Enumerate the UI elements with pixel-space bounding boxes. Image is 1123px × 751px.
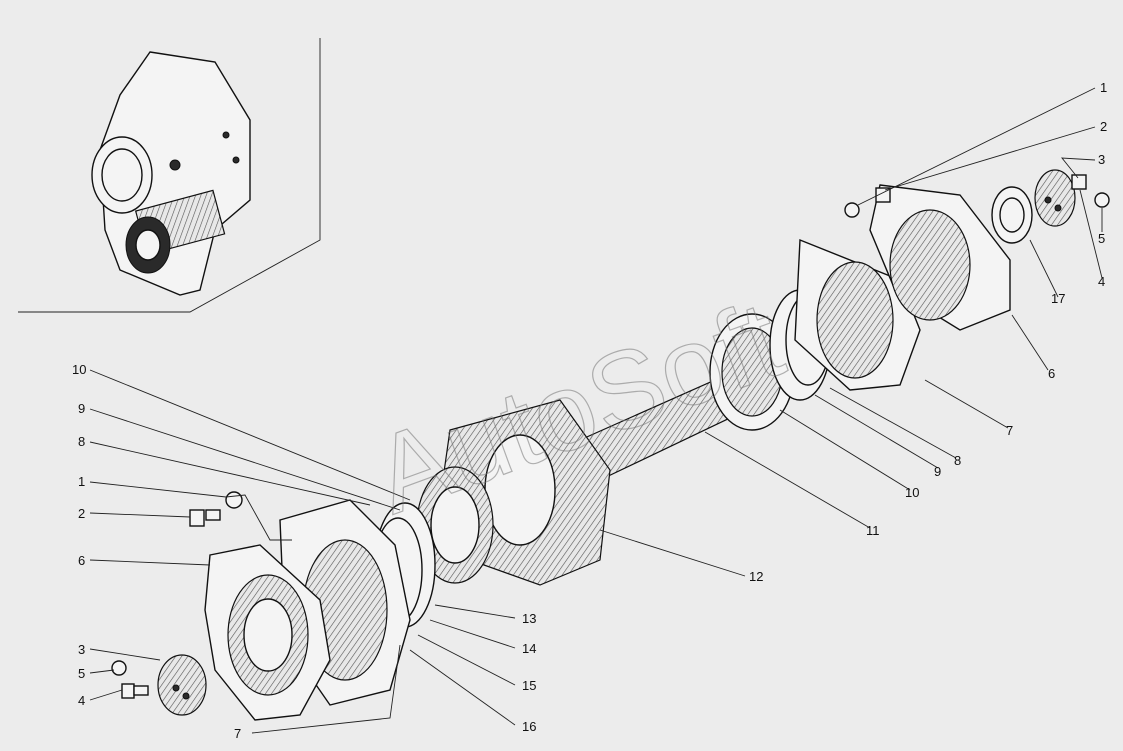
leader-lines [89,87,1103,734]
callout-1-right: 1 [1100,80,1107,95]
callout-2-left: 2 [78,506,85,521]
callout-9-left: 9 [78,401,85,416]
callout-3-right: 3 [1098,152,1105,167]
callout-9-right: 9 [934,464,941,479]
callout-6-left: 6 [78,553,85,568]
callout-2-right: 2 [1100,119,1107,134]
callout-labels: 1 2 3 5 4 17 6 7 8 9 10 11 12 10 9 8 1 2… [72,80,1107,741]
callout-5-left: 5 [78,666,85,681]
callout-16: 16 [522,719,536,734]
callout-17: 17 [1051,291,1065,306]
callout-15: 15 [522,678,536,693]
callout-3-left: 3 [78,642,85,657]
callout-10-right: 10 [905,485,919,500]
callout-5-right: 5 [1098,231,1105,246]
main-shaft-assembly [111,169,1110,721]
inset-housing-view [18,38,321,313]
callout-7-left: 7 [234,726,241,741]
callout-1-left: 1 [78,474,85,489]
callout-10-left: 10 [72,362,86,377]
callout-11: 11 [866,523,880,538]
callout-7-right: 7 [1006,423,1013,438]
callout-8-right: 8 [954,453,961,468]
callout-6-right: 6 [1048,366,1055,381]
callout-13: 13 [522,611,536,626]
callout-8-left: 8 [78,434,85,449]
callout-4-right: 4 [1098,274,1105,289]
callout-12: 12 [749,569,763,584]
callout-14: 14 [522,641,536,656]
callout-4-left: 4 [78,693,85,708]
